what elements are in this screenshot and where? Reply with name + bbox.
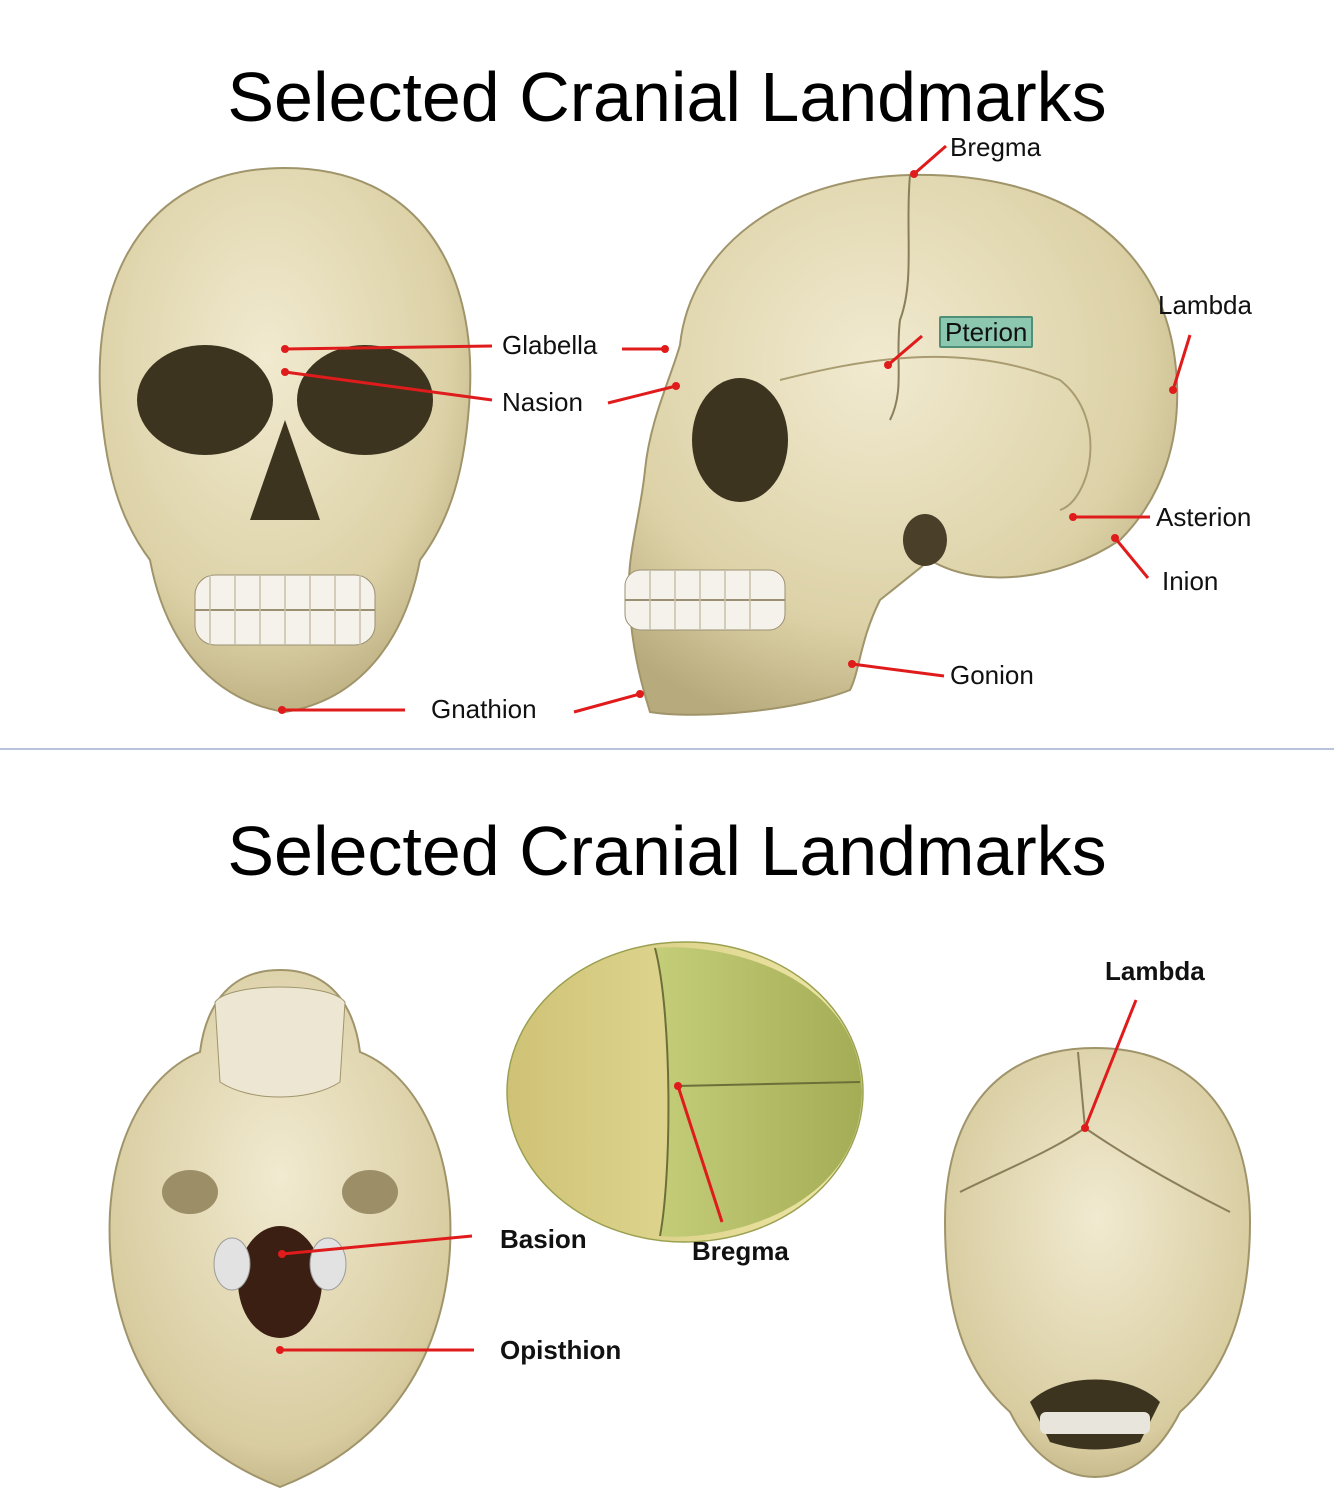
skull-superior-view [507,942,863,1242]
label-gonion: Gonion [950,662,1034,688]
slide-top: Selected Cranial Landmarks [0,0,1334,748]
leader-gonion [852,664,944,676]
skull-posterior-view [945,1048,1250,1477]
skull-anterior-view [100,168,471,712]
label-basion: Basion [500,1226,587,1252]
leader-inion [1115,538,1148,578]
leader-gnathion-side [574,694,640,712]
label-asterion: Asterion [1156,504,1251,530]
label-glabella: Glabella [502,332,597,358]
label-nasion: Nasion [502,389,583,415]
label-bregma-bottom: Bregma [692,1238,789,1264]
label-opisthion: Opisthion [500,1337,621,1363]
top-illustrations [0,0,1334,748]
skull-lateral-view [625,175,1177,715]
skull-inferior-view [110,970,451,1487]
leader-bregma [914,146,946,174]
label-lambda: Lambda [1158,292,1252,318]
bottom-illustrations [0,752,1334,1504]
label-gnathion: Gnathion [431,696,537,722]
label-lambda-bottom: Lambda [1105,958,1205,984]
label-bregma: Bregma [950,134,1041,160]
label-pterion: Pterion [939,316,1033,348]
slide-bottom: Selected Cranial Landmarks [0,752,1334,1504]
slide-divider [0,748,1334,750]
label-inion: Inion [1162,568,1218,594]
